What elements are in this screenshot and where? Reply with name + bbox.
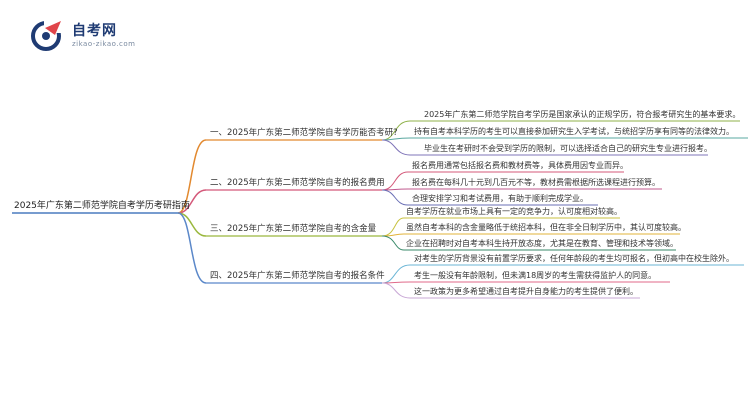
leaf-4-1: 对考生的学历背景没有前置学历要求，任何年龄段的考生均可报名，但初高中在校生除外。 bbox=[414, 254, 734, 263]
leaf-connector-4-3 bbox=[381, 282, 411, 299]
leaf-connector-3-1 bbox=[381, 217, 405, 237]
branch-connector-2 bbox=[177, 189, 207, 214]
leaf-2-1: 报名费用通常包括报名费和教材费等，具体费用因专业而异。 bbox=[412, 161, 628, 170]
logo-url: zikao-zikao.com bbox=[72, 40, 136, 48]
branch-4-label: 四、2025年广东第二师范学院自考的报名条件 bbox=[210, 271, 385, 281]
leaf-2-3: 合理安排学习和考试费用，有助于顺利完成学业。 bbox=[412, 194, 588, 203]
logo-mark-icon bbox=[31, 21, 64, 51]
leaf-connector-2-3 bbox=[381, 189, 409, 206]
leaf-connector-4-1 bbox=[381, 264, 411, 284]
branch-2-label: 二、2025年广东第二师范学院自考的报名费用 bbox=[210, 178, 385, 188]
leaf-4-2: 考生一般没有年龄限制，但未满18周岁的考生需获得监护人的同意。 bbox=[414, 271, 657, 280]
leaf-1-3: 毕业生在考研时不会受到学历的限制，可以选择适合自己的研究生专业进行报考。 bbox=[424, 144, 712, 153]
leaf-connector-3-2 bbox=[381, 233, 405, 237]
leaf-2-2: 报名费在每科几十元到几百元不等，教材费需根据所选课程进行预算。 bbox=[412, 178, 660, 187]
leaf-connector-1-3 bbox=[381, 139, 411, 156]
leaf-3-1: 自考学历在就业市场上具有一定的竞争力，认可度相对较高。 bbox=[406, 207, 622, 216]
branch-3-label: 三、2025年广东第二师范学院自考的含金量 bbox=[210, 224, 377, 234]
leaf-1-1: 2025年广东第二师范学院自考学历是国家承认的正规学历，符合报考研究生的基本要求… bbox=[424, 110, 741, 119]
leaf-1-2: 持有自考本科学历的考生可以直接参加研究生入学考试，与统招学历享有同等的法律效力。 bbox=[414, 127, 734, 136]
mindmap-root: 2025年广东第二师范学院自考学历考研指南 bbox=[14, 201, 190, 211]
branch-connector-4 bbox=[177, 212, 207, 284]
branch-1-label: 一、2025年广东第二师范学院自考学历能否考研? bbox=[210, 128, 398, 138]
leaf-3-3: 企业在招聘时对自考本科生持开放态度，尤其是在教育、管理和技术等领域。 bbox=[406, 239, 678, 248]
leaf-connector-2-1 bbox=[381, 171, 409, 191]
logo-title: 自考网 bbox=[72, 23, 117, 39]
site-logo[interactable]: 自考网 zikao-zikao.com bbox=[30, 14, 150, 54]
branch-connector-1 bbox=[177, 139, 207, 214]
leaf-3-2: 虽然自考本科的含金量略低于统招本科，但在非全日制学历中，其认可度较高。 bbox=[406, 223, 686, 232]
leaf-connector-3-3 bbox=[381, 235, 405, 251]
leaf-4-3: 这一政策为更多希望通过自考提升自身能力的考生提供了便利。 bbox=[414, 287, 638, 296]
